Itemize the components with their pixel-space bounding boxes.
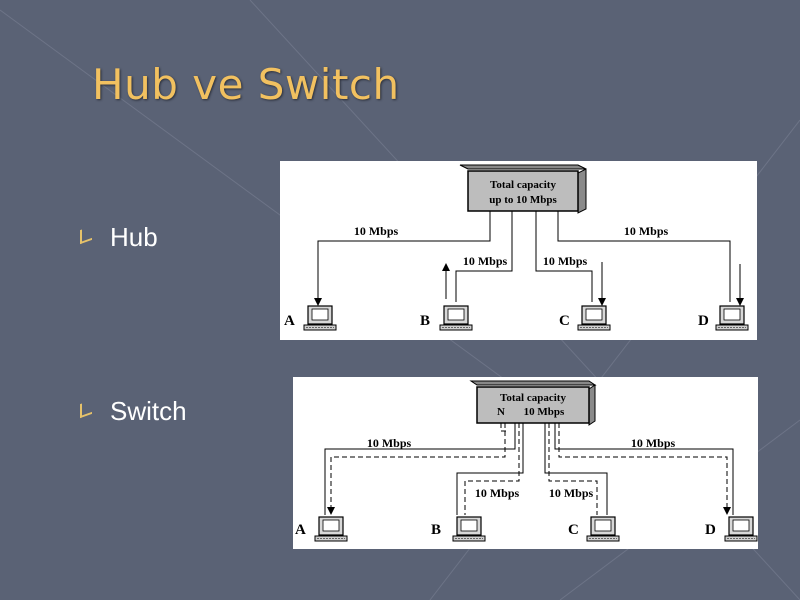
- switch-dashed-paths: [327, 423, 731, 515]
- computer-icon: [586, 516, 620, 542]
- bullet-hub-label: Hub: [110, 222, 158, 252]
- computer-icon: [577, 305, 611, 331]
- switch-link-label-b: 10 Mbps: [475, 486, 520, 500]
- switch-box-line2-rate: 10 Mbps: [524, 406, 565, 418]
- bullet-mark-icon: [80, 225, 92, 245]
- switch-diagram: Total capacity N 10 Mbps 10 Mbps 10 Mbps…: [293, 377, 758, 549]
- bullet-hub: Hub: [80, 222, 158, 253]
- hub-link-label-c: 10 Mbps: [543, 254, 588, 268]
- computer-icon: [715, 305, 749, 331]
- computer-icon: [303, 305, 337, 331]
- switch-box-line1: Total capacity: [500, 392, 566, 404]
- hub-node-a: A: [284, 313, 295, 329]
- bullet-mark-icon: [80, 399, 92, 419]
- switch-node-b: B: [431, 522, 441, 538]
- switch-node-a: A: [295, 522, 306, 538]
- switch-node-c: C: [568, 522, 579, 538]
- hub-box-line2: up to 10 Mbps: [489, 194, 557, 206]
- hub-node-d: D: [698, 313, 709, 329]
- switch-node-d: D: [705, 522, 716, 538]
- hub-link-label-b: 10 Mbps: [463, 254, 508, 268]
- switch-link-label-d: 10 Mbps: [631, 436, 676, 450]
- switch-link-label-a: 10 Mbps: [367, 436, 412, 450]
- hub-link-label-a: 10 Mbps: [354, 224, 399, 238]
- switch-box-line2-n: N: [497, 406, 505, 418]
- hub-node-b: B: [420, 313, 430, 329]
- slide-title: Hub ve Switch: [92, 60, 400, 109]
- hub-links: [314, 211, 744, 306]
- bullet-switch: Switch: [80, 396, 187, 427]
- switch-box: [469, 380, 597, 426]
- computer-icon: [314, 516, 348, 542]
- hub-link-label-d: 10 Mbps: [624, 224, 669, 238]
- bullet-switch-label: Switch: [110, 396, 187, 426]
- computer-icon: [452, 516, 486, 542]
- computer-icon: [724, 516, 758, 542]
- hub-diagram: Total capacity up to 10 Mbps 10 Mbps 10 …: [280, 161, 757, 340]
- hub-box-line1: Total capacity: [490, 179, 556, 191]
- hub-box: [459, 164, 587, 214]
- hub-node-c: C: [559, 313, 570, 329]
- computer-icon: [439, 305, 473, 331]
- switch-links: [324, 423, 734, 515]
- switch-link-label-c: 10 Mbps: [549, 486, 594, 500]
